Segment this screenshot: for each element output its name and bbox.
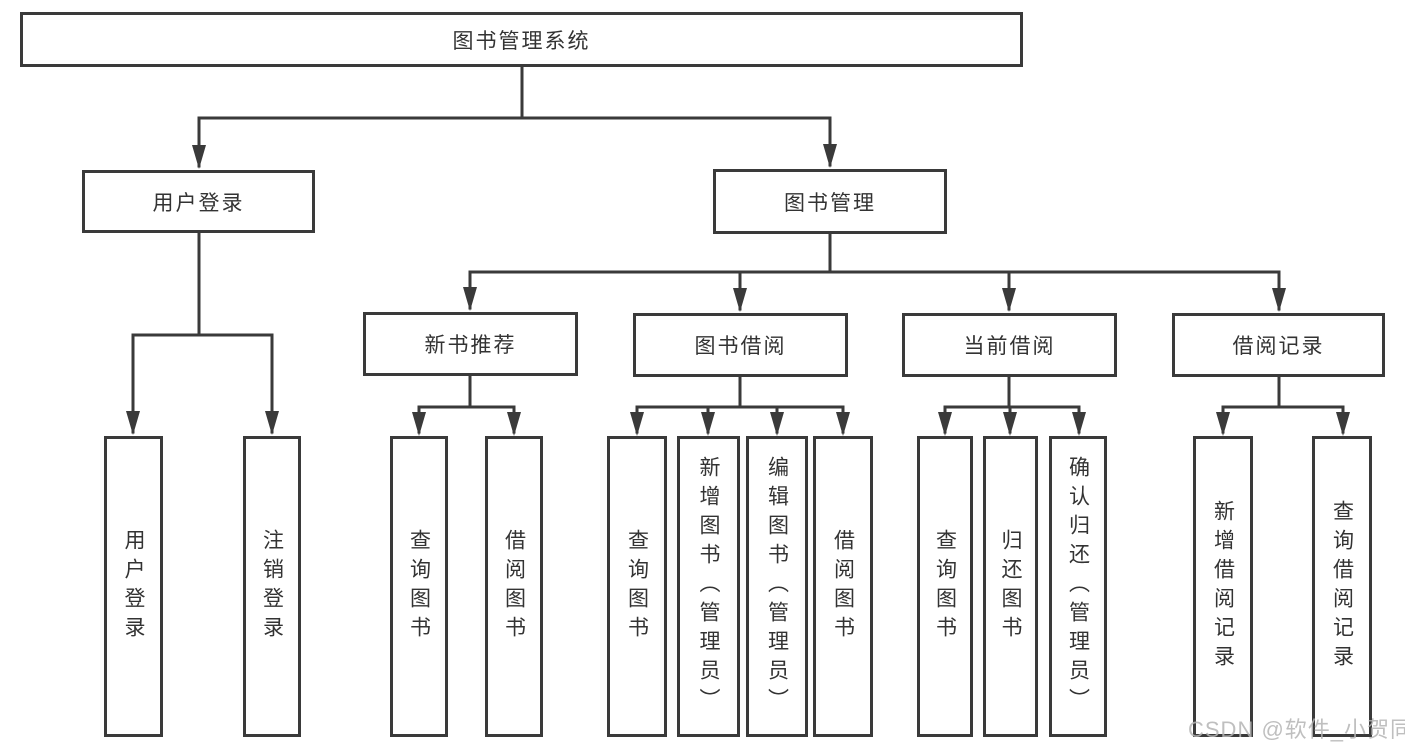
node-current-borrow-label: 当前借阅 (963, 335, 1056, 358)
connector-borrow-records-children (1221, 375, 1345, 434)
leaf-logout: 注销登录 (243, 436, 301, 737)
node-borrow-records: 借阅记录 (1172, 313, 1385, 377)
arrowheads (126, 144, 1350, 436)
leaf-user-login-label: 用户登录 (122, 528, 145, 645)
leaf-cb-return-books: 归还图书 (983, 436, 1038, 737)
leaf-bb-query-books: 查询图书 (607, 436, 667, 737)
node-book-borrow-label: 图书借阅 (694, 335, 787, 358)
leaf-cb-confirm-return-admin-label: 确认归还（管理员） (1066, 456, 1090, 717)
leaf-br-add-record: 新增借阅记录 (1193, 436, 1253, 737)
connector-book-mgmt-children (468, 232, 1281, 311)
leaf-bb-add-books-admin: 新增图书（管理员） (677, 436, 740, 737)
leaf-br-query-record-label: 查询借阅记录 (1330, 499, 1354, 674)
leaf-bb-borrow-books: 借阅图书 (813, 436, 873, 737)
leaf-cb-return-books-label: 归还图书 (999, 528, 1022, 645)
connector-new-book-rec-children (417, 374, 516, 434)
csdn-watermark: CSDN @软件_小贺同学 (1188, 717, 1405, 742)
node-book-management: 图书管理 (713, 169, 947, 234)
node-new-book-recommend: 新书推荐 (363, 312, 578, 376)
leaf-user-login: 用户登录 (104, 436, 163, 737)
leaf-nbr-borrow-books-label: 借阅图书 (502, 528, 526, 645)
node-current-borrow: 当前借阅 (902, 313, 1117, 377)
leaf-cb-confirm-return-admin: 确认归还（管理员） (1049, 436, 1107, 737)
node-user-login: 用户登录 (82, 170, 315, 233)
node-user-login-label: 用户登录 (152, 191, 245, 215)
node-book-borrow: 图书借阅 (633, 313, 848, 377)
leaf-bb-query-books-label: 查询图书 (625, 528, 649, 645)
node-root-system-label: 图书管理系统 (452, 29, 591, 53)
leaf-cb-query-books: 查询图书 (917, 436, 973, 737)
connector-user-login-children (131, 231, 274, 434)
leaf-bb-edit-books-admin-label: 编辑图书（管理员） (765, 456, 789, 717)
leaf-logout-label: 注销登录 (260, 528, 284, 645)
leaf-br-query-record: 查询借阅记录 (1312, 436, 1372, 737)
node-new-book-recommend-label: 新书推荐 (424, 334, 517, 357)
leaf-cb-query-books-label: 查询图书 (933, 528, 957, 645)
connector-book-borrow-children (635, 375, 845, 434)
node-book-management-label: 图书管理 (784, 191, 876, 215)
node-borrow-records-label: 借阅记录 (1232, 335, 1325, 358)
leaf-bb-edit-books-admin: 编辑图书（管理员） (746, 436, 808, 737)
leaf-br-add-record-label: 新增借阅记录 (1211, 499, 1235, 674)
connector-root-to-level2 (197, 65, 832, 168)
node-root-system: 图书管理系统 (20, 12, 1023, 67)
leaf-nbr-query-books: 查询图书 (390, 436, 448, 737)
leaf-bb-add-books-admin-label: 新增图书（管理员） (697, 456, 720, 717)
leaf-bb-borrow-books-label: 借阅图书 (831, 528, 855, 645)
leaf-nbr-query-books-label: 查询图书 (407, 528, 431, 645)
leaf-nbr-borrow-books: 借阅图书 (485, 436, 543, 737)
